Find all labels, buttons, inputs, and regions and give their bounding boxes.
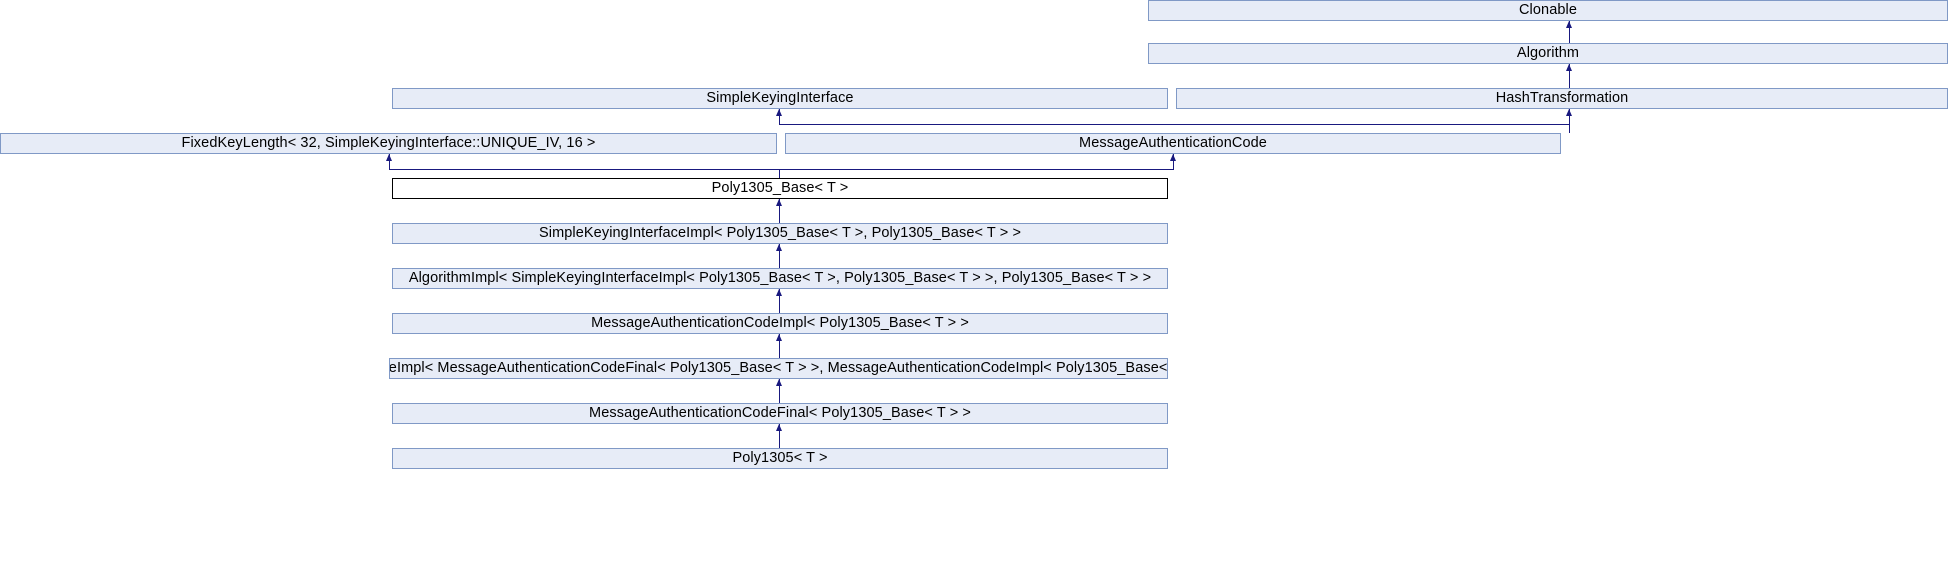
class-node-simple-keying-interface[interactable]: SimpleKeyingInterface xyxy=(392,88,1168,109)
arrowhead-macimpl-to-algorithmimpl xyxy=(776,289,782,296)
edge-skii-to-poly1305base xyxy=(779,199,780,223)
arrowhead-poly1305base-to-mac xyxy=(1170,154,1176,161)
class-node-label: Algorithm xyxy=(1516,45,1580,62)
edge-macimpl-to-algorithmimpl xyxy=(779,289,780,313)
edge-ski-stub-down xyxy=(779,109,780,124)
arrowhead-poly1305-to-macfinal xyxy=(776,424,782,431)
arrowhead-fixedkeylength-to-simplekeyinginterface xyxy=(776,109,782,116)
class-node-label: MessageAuthenticationCodeFinal< Poly1305… xyxy=(589,405,971,422)
class-node-label: FixedKeyLength< 32, SimpleKeyingInterfac… xyxy=(181,135,596,152)
class-node-clonable-impl[interactable]: ClonableImpl< MessageAuthenticationCodeF… xyxy=(389,358,1168,379)
class-node-label: SimpleKeyingInterfaceImpl< Poly1305_Base… xyxy=(538,225,1022,242)
class-node-label: MessageAuthenticationCodeImpl< Poly1305_… xyxy=(591,315,969,332)
edge-ski-horizontal-connector xyxy=(779,124,1569,125)
class-node-clonable[interactable]: Clonable xyxy=(1148,0,1948,21)
edge-fixedkeylength-riser xyxy=(389,154,390,169)
class-node-label: ClonableImpl< MessageAuthenticationCodeF… xyxy=(389,360,1168,377)
arrowhead-skii-to-poly1305base xyxy=(776,199,782,206)
class-node-label: AlgorithmImpl< SimpleKeyingInterfaceImpl… xyxy=(408,270,1152,287)
edge-mac-to-hashtransformation-riser xyxy=(1569,109,1570,133)
class-node-label: SimpleKeyingInterface xyxy=(706,90,854,107)
arrowhead-algorithm-to-clonable xyxy=(1566,21,1572,28)
class-node-poly1305[interactable]: Poly1305< T > xyxy=(392,448,1168,469)
edge-hashtransformation-to-algorithm xyxy=(1569,64,1570,88)
edge-algorithmimpl-to-skii xyxy=(779,244,780,268)
edge-poly1305-to-macfinal xyxy=(779,424,780,448)
class-node-poly1305-base[interactable]: Poly1305_Base< T > xyxy=(392,178,1168,199)
class-node-algorithm[interactable]: Algorithm xyxy=(1148,43,1948,64)
class-node-message-authentication-code[interactable]: MessageAuthenticationCode xyxy=(785,133,1561,154)
arrowhead-clonableimpl-to-macimpl xyxy=(776,334,782,341)
class-node-label: Clonable xyxy=(1518,2,1578,19)
class-node-message-authentication-code-impl[interactable]: MessageAuthenticationCodeImpl< Poly1305_… xyxy=(392,313,1168,334)
class-node-fixed-key-length[interactable]: FixedKeyLength< 32, SimpleKeyingInterfac… xyxy=(0,133,777,154)
class-node-label: MessageAuthenticationCode xyxy=(1079,135,1267,152)
arrowhead-mac-to-hashtransformation xyxy=(1566,109,1572,116)
edge-clonableimpl-to-macimpl xyxy=(779,334,780,358)
class-node-label: Poly1305< T > xyxy=(732,450,828,467)
class-node-simple-keying-interface-impl[interactable]: SimpleKeyingInterfaceImpl< Poly1305_Base… xyxy=(392,223,1168,244)
class-node-algorithm-impl[interactable]: AlgorithmImpl< SimpleKeyingInterfaceImpl… xyxy=(392,268,1168,289)
arrowhead-algorithmimpl-to-skii xyxy=(776,244,782,251)
edge-mac-bottom-riser xyxy=(1173,154,1174,169)
edge-poly1305base-join-bar xyxy=(389,169,1174,170)
edge-join-to-poly1305base xyxy=(779,169,780,178)
class-node-message-authentication-code-final[interactable]: MessageAuthenticationCodeFinal< Poly1305… xyxy=(392,403,1168,424)
arrowhead-hashtransformation-to-algorithm xyxy=(1566,64,1572,71)
edge-algorithm-to-clonable xyxy=(1569,21,1570,43)
edge-macfinal-to-clonableimpl xyxy=(779,379,780,403)
class-node-label: HashTransformation xyxy=(1495,90,1629,107)
class-node-hash-transformation[interactable]: HashTransformation xyxy=(1176,88,1948,109)
arrowhead-macfinal-to-clonableimpl xyxy=(776,379,782,386)
arrowhead-poly1305base-to-fixedkeylength xyxy=(386,154,392,161)
class-node-label: Poly1305_Base< T > xyxy=(711,180,849,197)
